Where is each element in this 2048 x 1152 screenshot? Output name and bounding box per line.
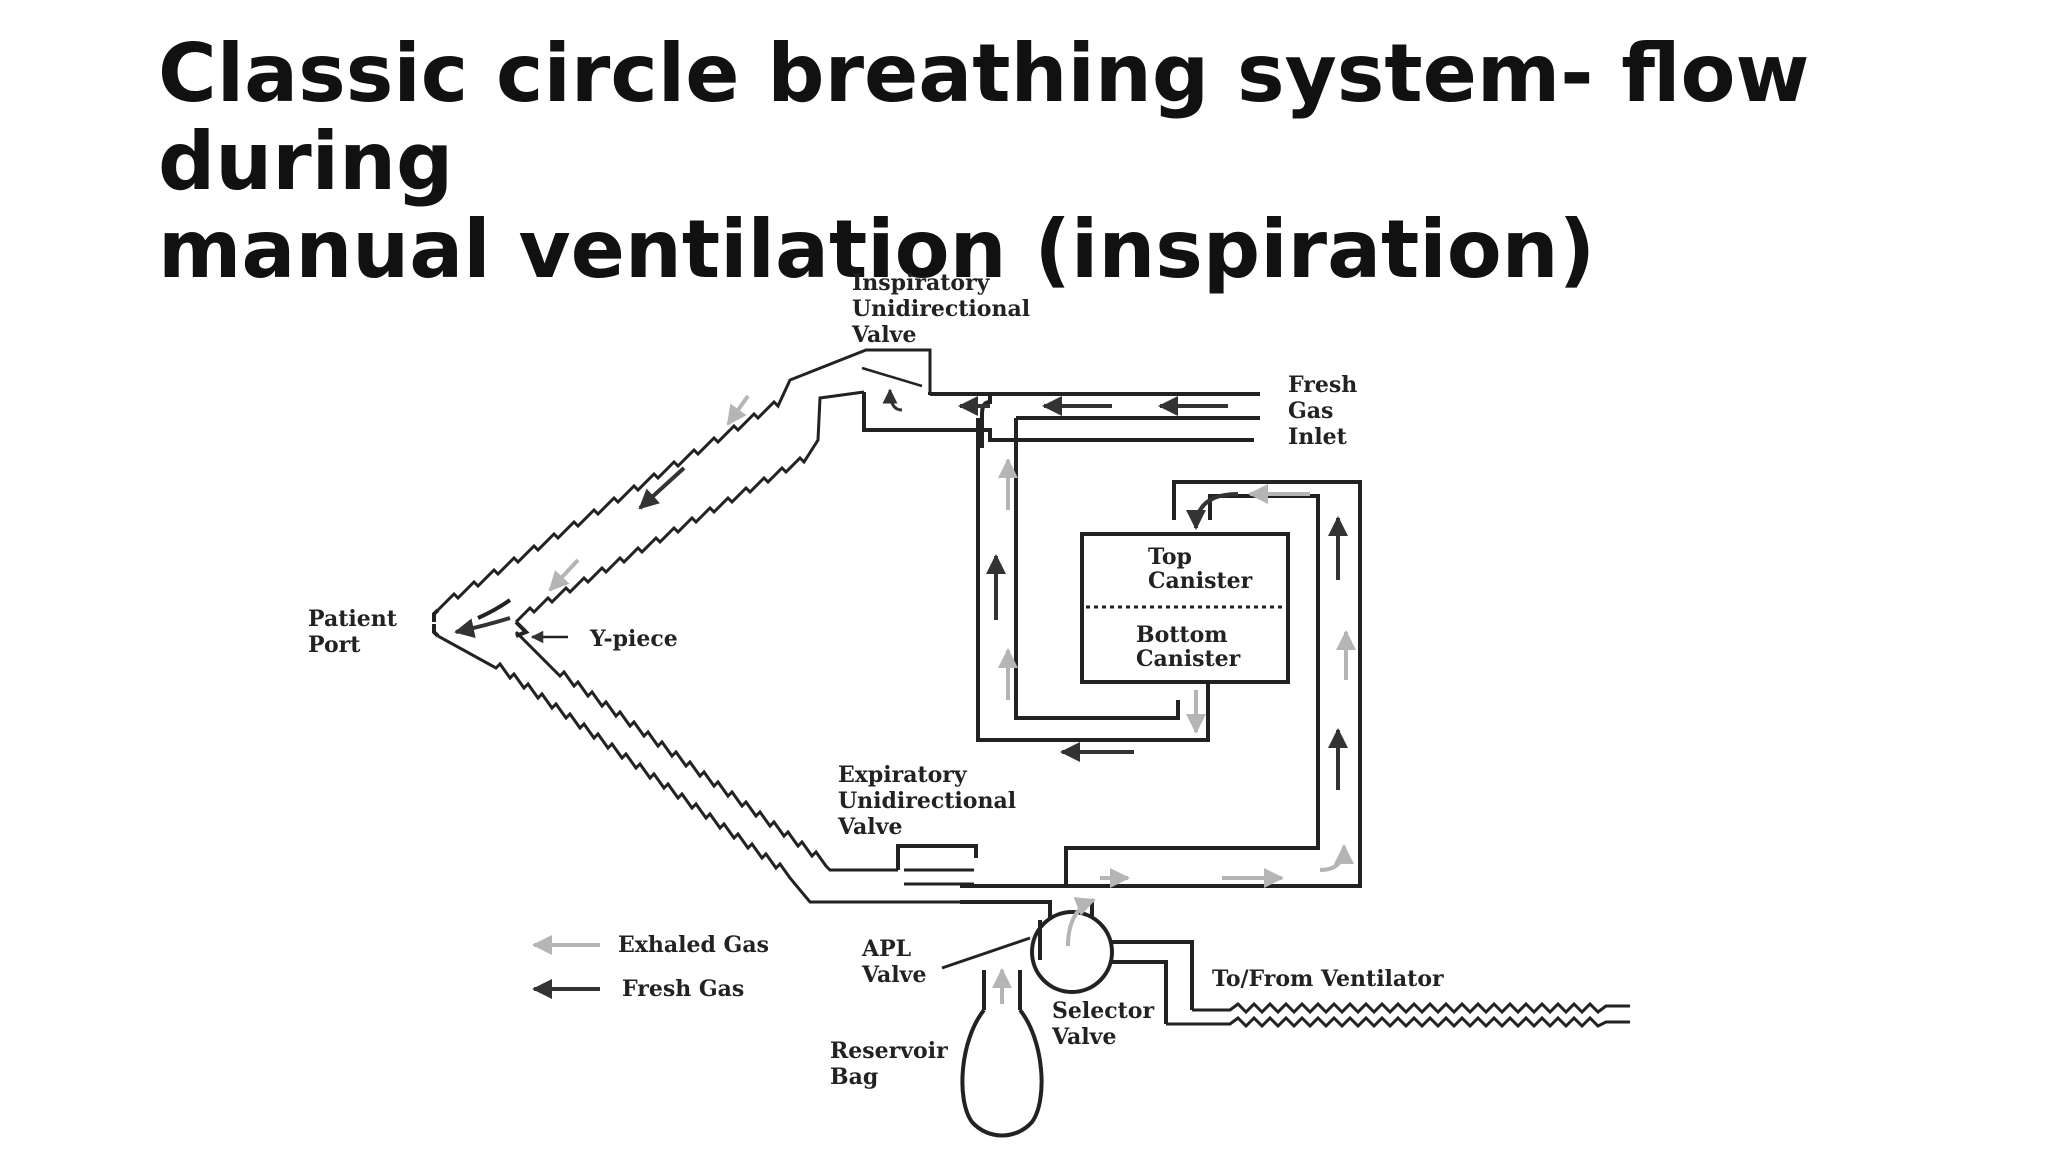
fresh-gas-inlet-label-2: Gas xyxy=(1288,398,1333,424)
diagram-labels: Inspiratory Unidirectional Valve Fresh G… xyxy=(308,270,1444,1090)
expiratory-valve-label-2: Unidirectional xyxy=(838,788,1016,814)
bottom-canister-label-2: Canister xyxy=(1136,646,1241,672)
patient-port-label-1: Patient xyxy=(308,606,398,632)
legend-exhaled-label: Exhaled Gas xyxy=(618,932,769,958)
exhaled-gas-arrow xyxy=(1066,897,1096,947)
fresh-gas-arrow xyxy=(882,388,903,412)
fresh-gas-arrows xyxy=(454,388,1348,790)
selector-valve-label-2: Valve xyxy=(1051,1024,1116,1050)
fresh-gas-arrow xyxy=(454,616,511,639)
ventilator-label: To/From Ventilator xyxy=(1212,966,1444,992)
inspiratory-valve-label-1: Inspiratory xyxy=(852,270,991,296)
inspiratory-valve-label-2: Unidirectional xyxy=(852,296,1030,322)
apl-valve-label-1: APL xyxy=(861,936,911,962)
reservoir-bag-label-2: Bag xyxy=(830,1064,878,1090)
patient-port-label-2: Port xyxy=(308,632,361,658)
expiratory-valve-label-3: Valve xyxy=(837,814,902,840)
y-piece xyxy=(432,598,568,644)
inspiratory-valve-label-3: Valve xyxy=(851,322,916,348)
title-line-2: manual ventilation (inspiration) xyxy=(158,203,1596,296)
inspiratory-limb xyxy=(436,348,932,624)
apl-valve-label-2: Valve xyxy=(861,962,926,988)
fresh-gas-inlet-label-3: Inlet xyxy=(1288,424,1348,450)
exhaled-gas-arrow xyxy=(1319,844,1354,872)
legend-fresh-label: Fresh Gas xyxy=(622,976,744,1002)
apl-valve xyxy=(941,920,1042,970)
fresh-gas-arrow xyxy=(1186,492,1239,530)
y-piece-label: Y-piece xyxy=(589,626,678,652)
selector-valve-label-1: Selector xyxy=(1052,998,1154,1024)
top-canister-label-1: Top xyxy=(1148,544,1192,570)
title-line-1: Classic circle breathing system- flow du… xyxy=(158,27,1810,208)
legend: Exhaled Gas Fresh Gas xyxy=(532,932,769,1002)
inspiratory-valve-flap xyxy=(861,366,923,388)
bottom-canister-label-1: Bottom xyxy=(1136,622,1228,648)
reservoir-bag xyxy=(960,970,1044,1138)
fresh-gas-inlet-label-1: Fresh xyxy=(1288,372,1357,398)
ventilator-hose xyxy=(1166,1001,1630,1029)
fresh-gas-inlet-pipe xyxy=(930,392,1260,420)
reservoir-bag-label-1: Reservoir xyxy=(830,1038,948,1064)
expiratory-valve xyxy=(896,844,1066,920)
top-canister-label-2: Canister xyxy=(1148,568,1253,594)
expiratory-limb xyxy=(437,630,960,904)
exhaled-gas-arrow xyxy=(726,394,750,426)
exhaled-gas-arrow xyxy=(548,558,580,592)
fresh-gas-arrow xyxy=(638,466,686,510)
slide-title: Classic circle breathing system- flow du… xyxy=(158,30,1958,294)
co2-canister xyxy=(1080,532,1290,684)
exhaled-gas-arrows xyxy=(548,394,1356,1004)
expiratory-valve-label-1: Expiratory xyxy=(838,762,968,788)
